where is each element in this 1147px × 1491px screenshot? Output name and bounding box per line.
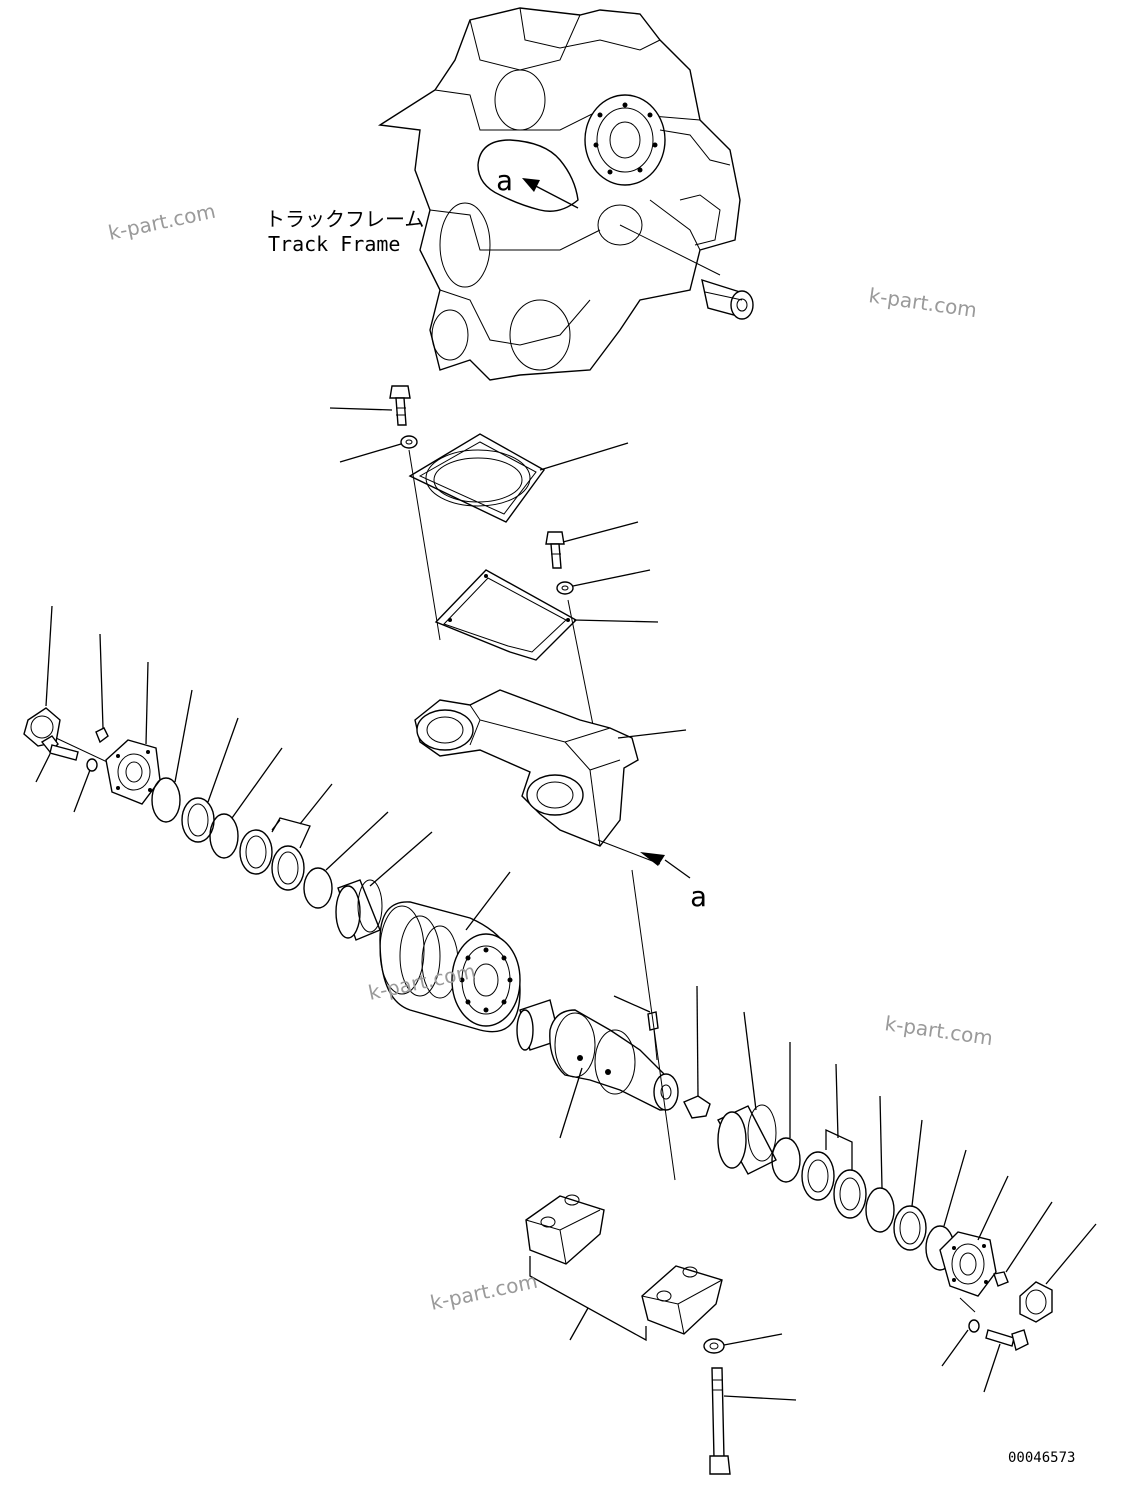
o-ring-left-3 [303, 811, 389, 909]
watermark-2: k-part.com [867, 283, 978, 322]
o-ring-left-2 [209, 747, 283, 859]
watermark-5: k-part.com [428, 1269, 540, 1315]
thrust-washer-right [893, 1119, 927, 1251]
track-frame-label-jp: トラックフレーム [265, 207, 424, 231]
cover-bolt-top [329, 385, 411, 426]
bearing-cap-left [525, 1194, 605, 1265]
gasket-plate [434, 569, 659, 741]
washer-right [941, 1319, 980, 1367]
center-line-a [631, 869, 676, 1181]
track-frame-label: トラックフレーム Track Frame [265, 207, 424, 256]
washer-top [339, 435, 418, 463]
retainer-left [105, 661, 161, 805]
bolt-right [983, 1329, 1029, 1393]
bolt-bottom [709, 1367, 797, 1475]
watermark-1: k-part.com [106, 199, 218, 245]
track-frame-label-en: Track Frame [268, 232, 400, 256]
bolt-left [35, 735, 79, 783]
cover-bolt-mid [545, 521, 639, 569]
washer-bottom [703, 1333, 783, 1354]
roller-shaft [516, 999, 679, 1139]
view-marker-top: a [496, 164, 513, 197]
floating-seal-right-b [825, 1063, 867, 1219]
o-ring-left-1 [151, 689, 193, 823]
reference-number: 00046573 [1008, 1450, 1075, 1466]
oil-seal-right [1019, 1223, 1097, 1323]
washer-left [73, 758, 98, 813]
bearing-cap-right [641, 1265, 723, 1335]
view-a-region: a [477, 139, 579, 212]
o-ring-right-2 [865, 1095, 895, 1233]
plug-left [95, 633, 109, 744]
roller-bracket: a [414, 689, 707, 913]
plug-right [683, 985, 711, 1119]
floating-seal-right-a [801, 1151, 835, 1201]
o-ring-right-1 [771, 1042, 801, 1183]
thrust-washer-left [181, 717, 239, 843]
plug-right-2 [993, 1201, 1053, 1287]
view-marker-bottom: a [690, 880, 707, 913]
watermark-4: k-part.com [883, 1011, 994, 1050]
cover-plate-top [408, 433, 629, 641]
track-roller [379, 871, 521, 1033]
bushing-left [335, 831, 433, 941]
pivot-pin [619, 224, 754, 320]
washer-mid [556, 569, 651, 595]
oil-seal-left [23, 605, 121, 769]
retainer-right [939, 1175, 1009, 1313]
cap-group-leader [529, 1256, 647, 1342]
floating-seal-left-b [271, 783, 333, 891]
bushing-right [717, 1011, 777, 1175]
track-frame [377, 7, 741, 381]
floating-seal-left-a [239, 819, 281, 875]
